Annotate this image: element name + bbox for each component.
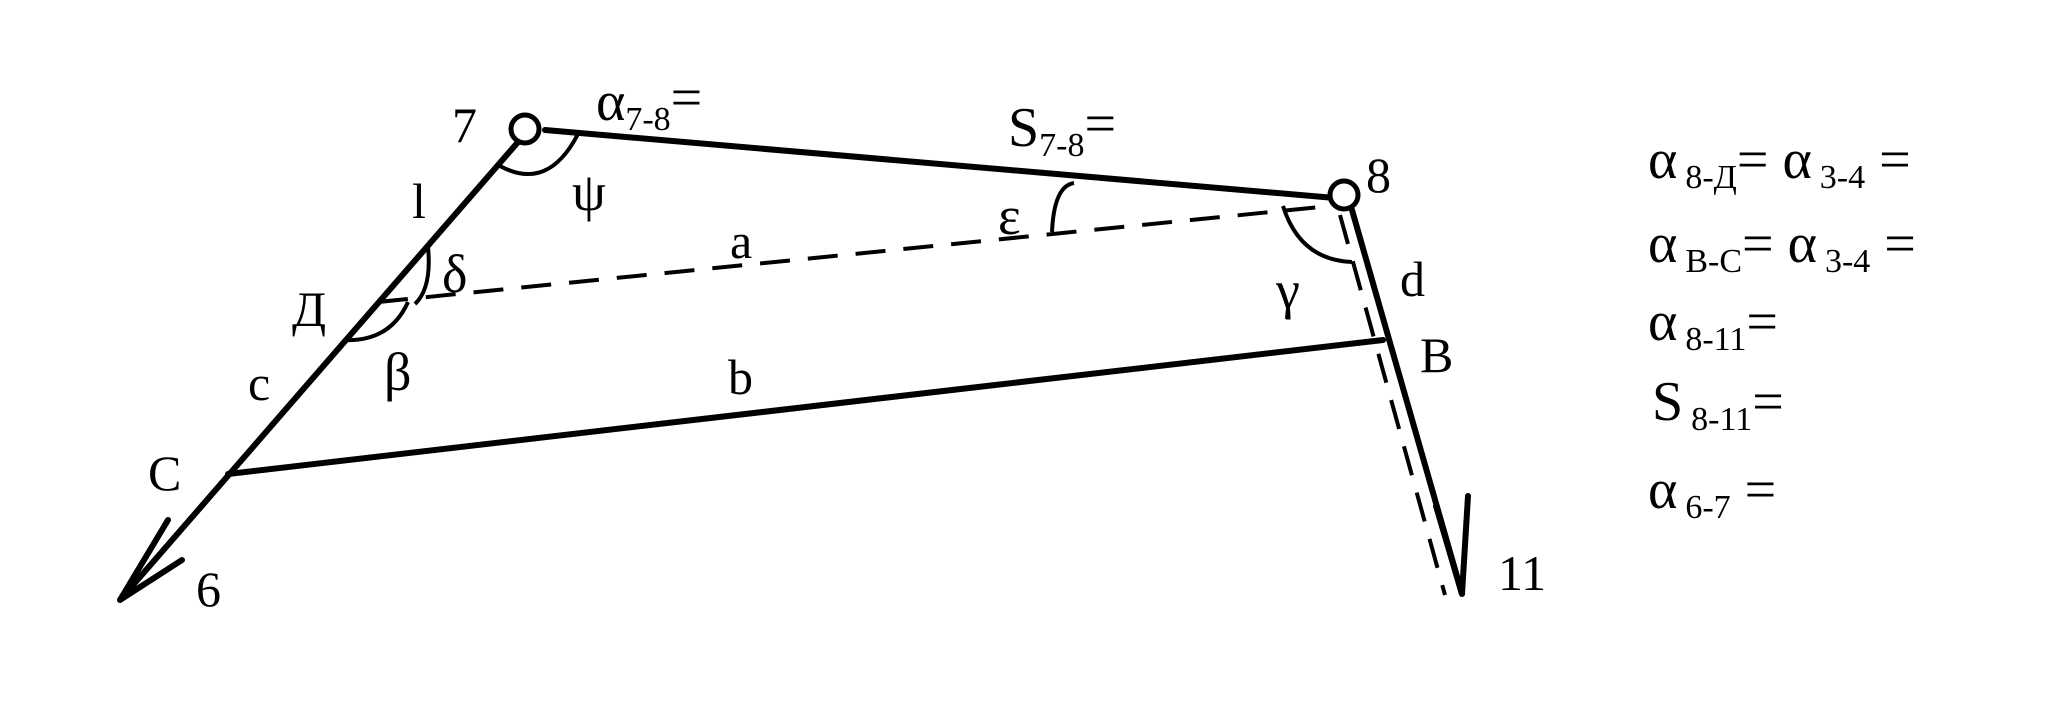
dashed-line-8-11 (1338, 214, 1447, 596)
arc-epsilon (1050, 181, 1075, 233)
line-C-B (225, 337, 1386, 477)
label-segment-l: l (412, 173, 426, 229)
station-8-circle (1327, 178, 1361, 212)
label-alpha-7-8: α7-8= (596, 67, 702, 138)
label-s-7-8: S7-8= (1008, 93, 1116, 164)
label-segment-a: a (730, 213, 752, 269)
label-segment-c: c (248, 355, 270, 411)
station-7-circle (508, 112, 542, 146)
label-angle-beta: β (384, 342, 411, 402)
arc-psi (499, 133, 580, 176)
arrow-head-6 (117, 517, 185, 603)
label-angle-delta: δ (442, 244, 467, 304)
label-angle-epsilon: ε (998, 186, 1021, 246)
label-point-11: 11 (1498, 545, 1546, 601)
arc-gamma (1281, 205, 1353, 264)
label-point-8: 8 (1366, 147, 1391, 203)
dashed-line-a (377, 204, 1331, 304)
label-point-6: 6 (196, 561, 221, 617)
label-segment-b: b (728, 349, 753, 405)
label-point-D: Д (292, 281, 326, 337)
arrow-head-11 (1433, 493, 1471, 595)
label-angle-gamma: γ (1275, 260, 1300, 320)
line-7-6 (117, 131, 528, 603)
line-7-8 (542, 127, 1338, 201)
label-angle-psi: ψ (572, 162, 606, 222)
arc-beta (343, 301, 410, 343)
label-point-B: B (1420, 327, 1453, 383)
label-point-C: C (148, 445, 181, 501)
label-point-7: 7 (452, 97, 477, 153)
label-segment-d: d (1400, 251, 1425, 307)
arc-delta (413, 246, 431, 306)
